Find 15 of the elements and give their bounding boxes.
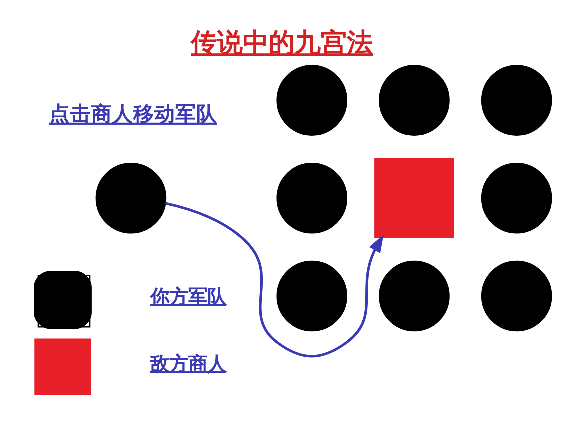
label: 点击商人移动军队 — [49, 101, 218, 126]
diagram-title: 传说中的九宫法 — [191, 28, 374, 58]
node-circle — [96, 162, 167, 234]
node-circle — [481, 162, 552, 234]
node-circle — [276, 64, 348, 136]
node-box — [374, 158, 454, 238]
node-circle — [276, 162, 348, 234]
node-circle — [379, 260, 450, 332]
legend-label: 敌方商人 — [150, 352, 227, 375]
node-circle — [276, 260, 348, 332]
node-circle — [481, 260, 552, 332]
node-circle — [481, 64, 552, 136]
arrow — [165, 202, 384, 358]
legend-label: 你方军队 — [150, 284, 227, 308]
node-circle — [379, 64, 450, 136]
